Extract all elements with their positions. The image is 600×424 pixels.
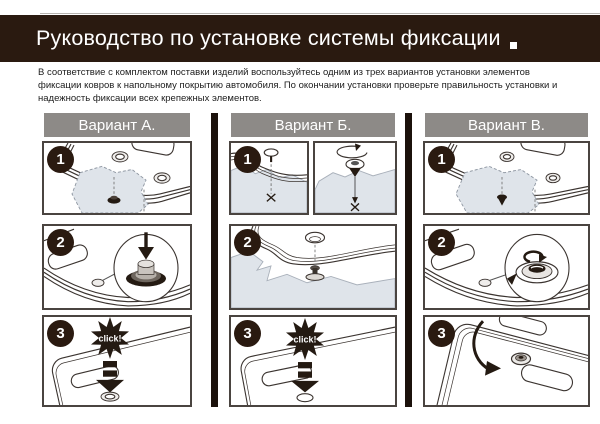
carpet-patch <box>231 164 307 213</box>
variant-v-column: Вариант В. 1 2 <box>423 113 590 407</box>
turn-fastener-illustration <box>425 228 588 307</box>
step-3-badge: 3 <box>47 320 74 347</box>
mat-slot <box>131 143 175 156</box>
cap-icon <box>296 393 314 403</box>
push-arrow-segment <box>298 362 312 369</box>
down-arrow-icon <box>291 380 319 393</box>
step-1-badge: 1 <box>428 146 455 173</box>
mat-slot <box>70 365 119 389</box>
variant-b-header: Вариант Б. <box>231 113 395 137</box>
click-label: click! <box>99 333 122 343</box>
rotate-arrow-icon <box>336 145 368 159</box>
step-2-badge: 2 <box>428 229 455 256</box>
screw-tip <box>349 167 361 177</box>
variant-v-step-3-panel: 3 <box>423 315 590 407</box>
step-2-badge: 2 <box>234 229 261 256</box>
mat-slot <box>520 143 566 156</box>
mat-grommet <box>91 278 105 287</box>
top-rule <box>40 13 600 14</box>
variant-a-step-1-panel: 1 <box>42 141 192 215</box>
variant-a-column: Вариант А. 1 2 <box>42 113 192 407</box>
variant-b-step-3-panel: 3 click! <box>229 315 397 407</box>
variant-a-step-2-panel: 2 <box>42 224 192 310</box>
push-arrow-segment <box>103 361 117 368</box>
mat-slot <box>520 364 574 392</box>
x-mark-icon <box>350 202 360 212</box>
column-divider-1 <box>211 113 218 407</box>
down-arrow-icon <box>352 197 358 204</box>
variant-b-step-2-panel: 2 <box>229 224 397 310</box>
click-burst-icon <box>91 317 129 359</box>
title-bar: Руководство по установке системы фиксаци… <box>0 15 600 62</box>
column-divider-2 <box>405 113 412 407</box>
variant-v-step-1-panel: 1 <box>423 141 590 215</box>
variant-v-header: Вариант В. <box>425 113 588 137</box>
variant-a-header: Вариант А. <box>44 113 190 137</box>
step-2-badge: 2 <box>47 229 74 256</box>
mat-slot <box>261 364 312 387</box>
variant-b-column: Вариант Б. 1 <box>229 113 397 407</box>
mat-over-carpet-illustration <box>440 143 588 213</box>
mat-over-carpet-illustration <box>57 143 190 213</box>
rotate-arrow-icon <box>472 320 490 371</box>
cap-icon <box>304 231 326 244</box>
carpet-patch <box>455 165 540 213</box>
intro-paragraph: В соответствие с комплектом поставки изд… <box>38 67 558 104</box>
click-lock-illustration: click! <box>51 317 190 405</box>
screw-cap <box>263 148 279 157</box>
carpet-patch <box>231 250 395 308</box>
click-burst-icon <box>286 318 324 360</box>
step-3-badge: 3 <box>234 320 261 347</box>
step-3-badge: 3 <box>428 320 455 347</box>
variant-v-step-2-panel: 2 <box>423 224 590 310</box>
press-fastener-illustration <box>44 228 190 307</box>
variant-a-step-3-panel: 3 click! <box>42 315 192 407</box>
turn-direction-arrow <box>507 273 517 285</box>
click-lock-illustration: click! <box>240 318 395 405</box>
page-title: Руководство по установке системы фиксаци… <box>36 26 501 50</box>
variant-b-step-1a-panel: 1 <box>229 141 309 215</box>
carpet-patch <box>71 165 149 213</box>
step-1-badge: 1 <box>234 146 261 173</box>
variant-b-step-1b-panel <box>313 141 397 215</box>
turn-to-lock-illustration <box>432 317 588 405</box>
fastener-icon <box>107 196 121 204</box>
mat-grommet <box>478 278 492 287</box>
title-end-square <box>509 42 517 49</box>
click-label: click! <box>294 334 317 344</box>
screw-in-illustration <box>315 143 395 213</box>
down-arrow-icon <box>96 379 124 393</box>
mat-slot <box>498 317 547 336</box>
x-mark-icon <box>266 193 276 202</box>
step-1-badge: 1 <box>47 146 74 173</box>
